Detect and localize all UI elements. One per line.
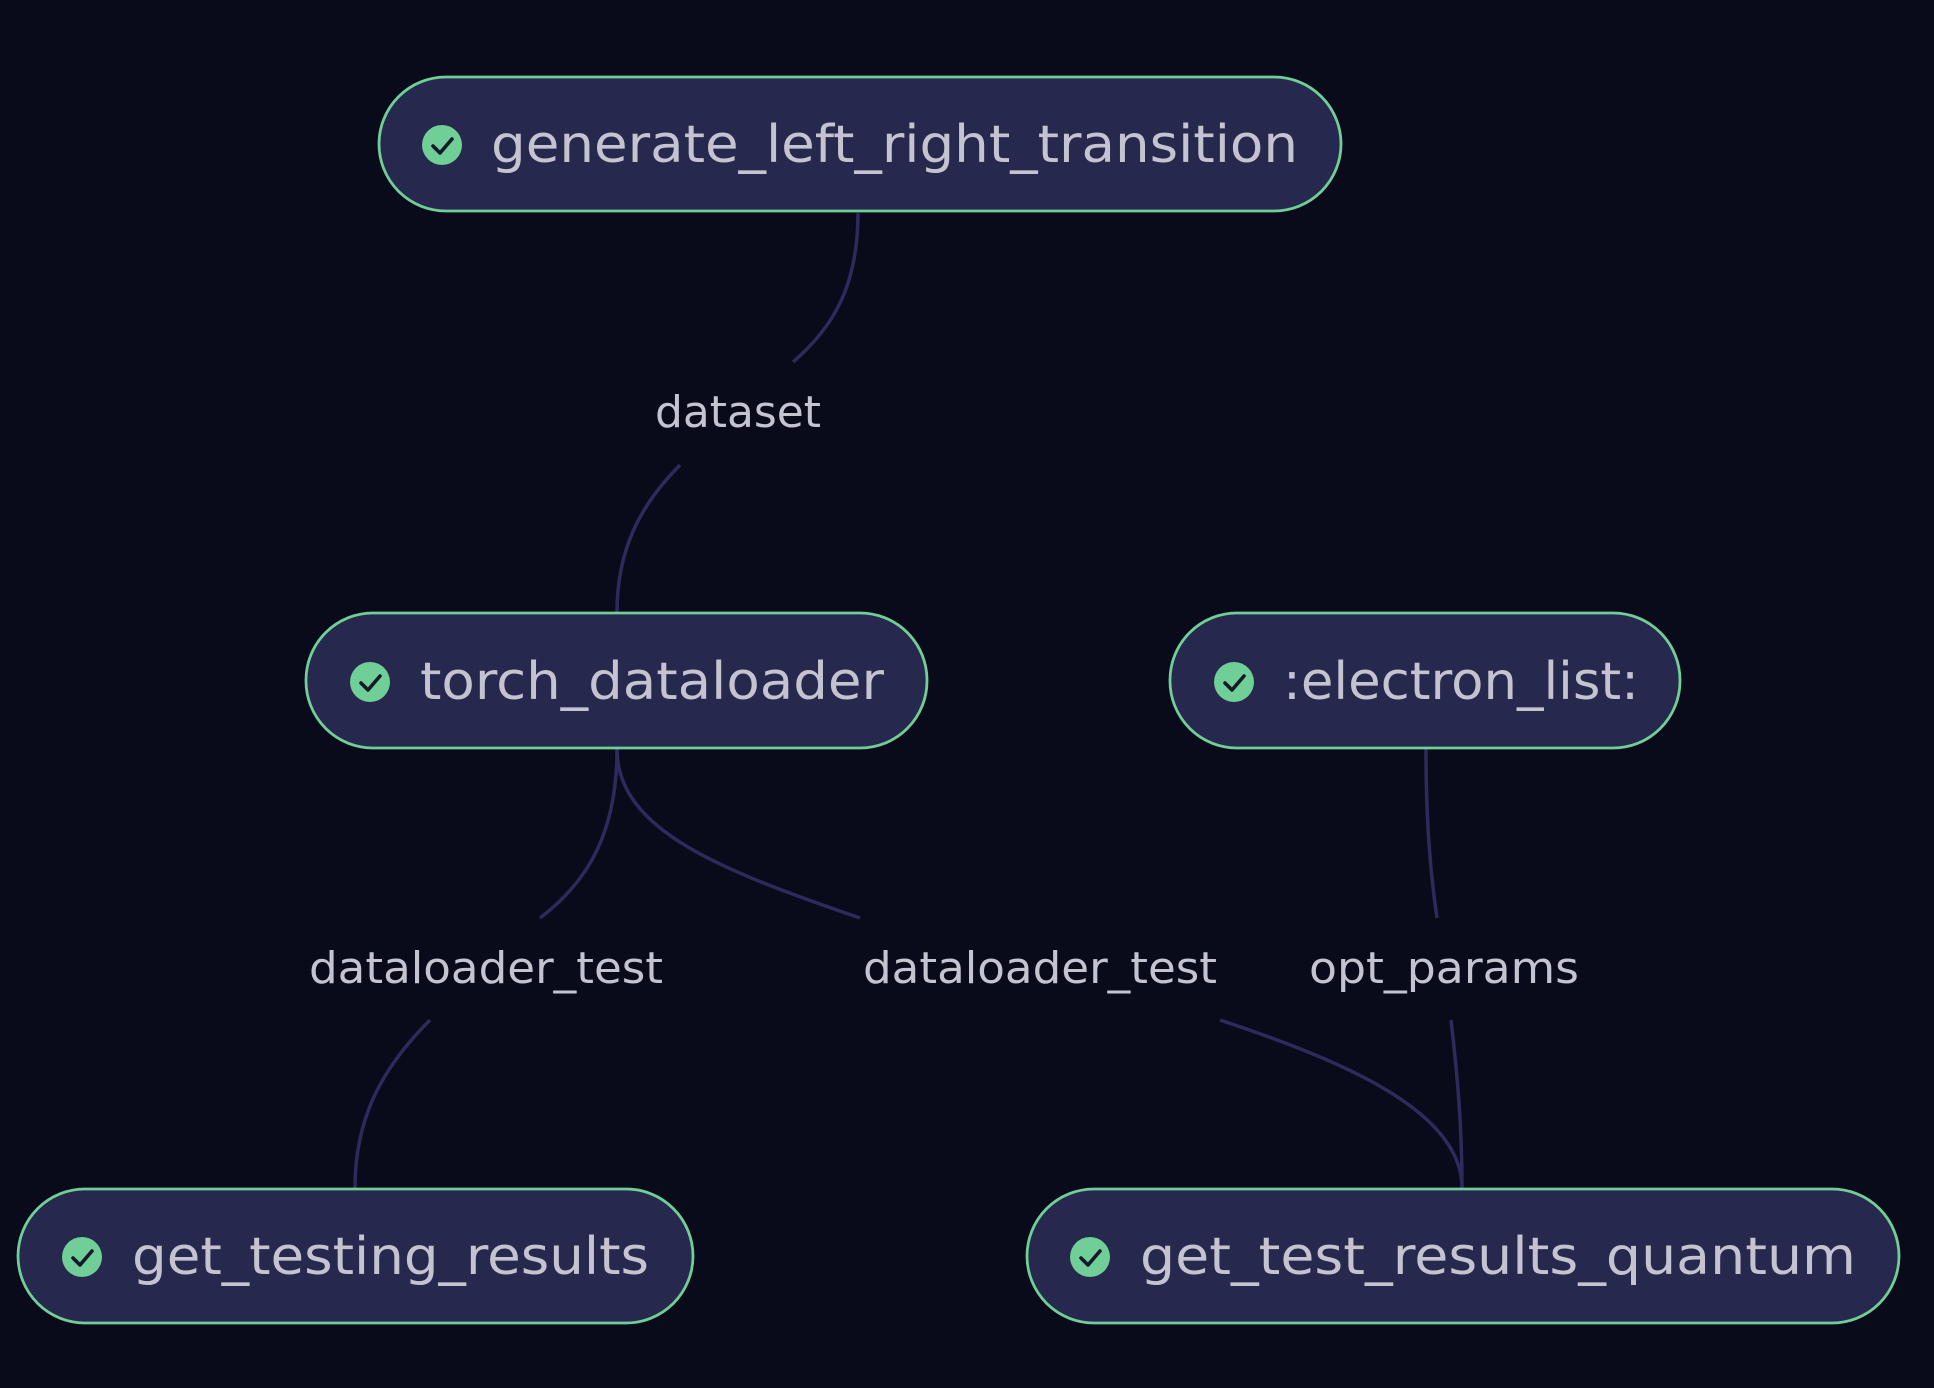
node-box (1025, 1187, 1901, 1325)
node-box (377, 75, 1343, 213)
node-get-testing-results[interactable]: get_testing_results (16, 1187, 695, 1325)
node-label: :electron_list: (1283, 652, 1639, 712)
edge-dataloader-test-right (615, 748, 1464, 1189)
node-label: get_test_results_quantum (1140, 1227, 1856, 1287)
node-electron-list[interactable]: :electron_list: (1168, 611, 1682, 750)
edge-label-dataloader-test-left: dataloader_test (309, 943, 663, 994)
edge-label-dataset: dataset (655, 387, 821, 438)
check-circle-icon (62, 1237, 102, 1277)
edges (353, 212, 1464, 1189)
check-circle-icon (350, 662, 390, 702)
edge-dataloader-test-left (353, 748, 619, 1189)
edge-label-opt-params: opt_params (1309, 943, 1579, 994)
check-circle-icon (1214, 662, 1254, 702)
node-label: torch_dataloader (420, 652, 885, 712)
node-label: get_testing_results (132, 1227, 649, 1287)
node-box (16, 1187, 695, 1325)
check-circle-icon (422, 125, 462, 165)
edge-dataset (615, 212, 860, 613)
node-generate-left-right-transition[interactable]: generate_left_right_transition (377, 75, 1343, 213)
check-circle-icon (1070, 1237, 1110, 1277)
edge-opt-params (1424, 748, 1464, 1189)
edge-labels: dataset dataloader_test dataloader_test … (309, 387, 1579, 994)
node-label: generate_left_right_transition (491, 115, 1298, 175)
node-torch-dataloader[interactable]: torch_dataloader (304, 611, 929, 750)
edge-label-dataloader-test-right: dataloader_test (863, 943, 1217, 994)
node-box (304, 611, 929, 750)
node-get-test-results-quantum[interactable]: get_test_results_quantum (1025, 1187, 1901, 1325)
node-box (1168, 611, 1682, 750)
